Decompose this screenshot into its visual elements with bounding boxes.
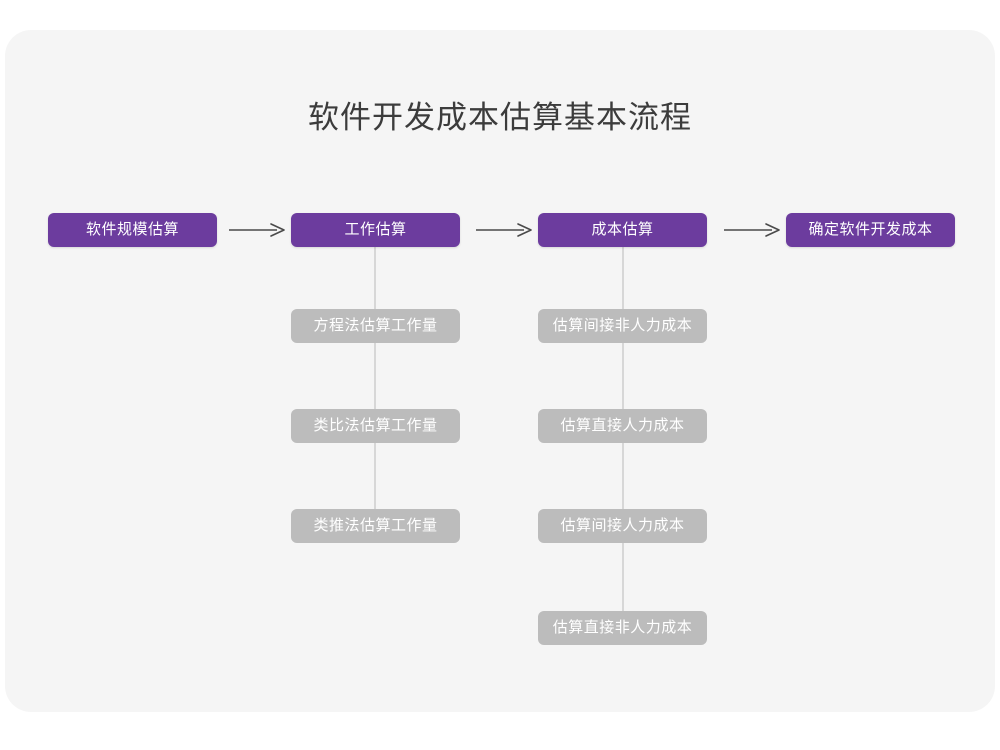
flow-node-label: 成本估算: [591, 221, 654, 238]
flow-node-label: 方程法估算工作量: [313, 317, 438, 334]
flow-node-label: 估算直接非人力成本: [552, 619, 693, 636]
flow-node-label: 估算直接人力成本: [560, 417, 685, 434]
connector-cost-branch: [622, 247, 624, 645]
flow-node-indirect-nonlabor-cost[interactable]: 估算间接非人力成本: [538, 309, 707, 343]
flow-node-analogy-method-workload[interactable]: 类比法估算工作量: [291, 409, 460, 443]
flow-node-cost-estimation[interactable]: 成本估算: [538, 213, 707, 247]
flow-node-label: 估算间接非人力成本: [552, 317, 693, 334]
flow-node-label: 估算间接人力成本: [560, 517, 685, 534]
flow-node-label: 确定软件开发成本: [808, 221, 933, 238]
flow-node-label: 软件规模估算: [85, 221, 179, 238]
flow-node-direct-nonlabor-cost[interactable]: 估算直接非人力成本: [538, 611, 707, 645]
flow-node-indirect-labor-cost[interactable]: 估算间接人力成本: [538, 509, 707, 543]
flow-node-label: 工作估算: [344, 221, 407, 238]
flowchart-canvas: 软件规模估算 工作估算 成本估算 确定软件开发成本方程法估算工作量类比法估算工作量类推…: [5, 30, 995, 712]
flow-node-label: 类比法估算工作量: [313, 417, 438, 434]
arrow-right-icon: [227, 213, 287, 247]
flow-node-software-scale-estimation[interactable]: 软件规模估算: [48, 213, 217, 247]
flow-node-equation-method-workload[interactable]: 方程法估算工作量: [291, 309, 460, 343]
flow-node-inference-method-workload[interactable]: 类推法估算工作量: [291, 509, 460, 543]
flow-node-label: 类推法估算工作量: [313, 517, 438, 534]
flow-node-determine-development-cost[interactable]: 确定软件开发成本: [786, 213, 955, 247]
arrow-right-icon: [722, 213, 782, 247]
connector-work-branch: [374, 247, 376, 543]
arrow-right-icon: [474, 213, 534, 247]
flow-node-direct-labor-cost[interactable]: 估算直接人力成本: [538, 409, 707, 443]
diagram-card: 软件开发成本估算基本流程 软件规模估算 工作估算 成本估算 确定软件开发成本方程法估算…: [5, 30, 995, 712]
flow-node-work-estimation[interactable]: 工作估算: [291, 213, 460, 247]
page-title: 软件开发成本估算基本流程: [308, 100, 692, 135]
